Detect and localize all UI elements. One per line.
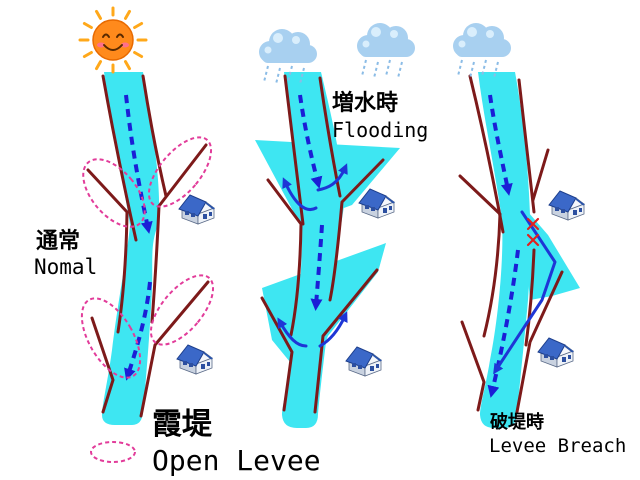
levee-line: [531, 148, 550, 202]
normal-label-ja: 通常: [36, 228, 80, 254]
breach-outflow-arrow: [493, 210, 557, 375]
backflow-arrow: [282, 177, 318, 211]
levee-line: [318, 76, 342, 198]
levee-line: [139, 280, 210, 418]
flow-arrow: [298, 94, 323, 189]
flow-arrow: [124, 94, 153, 234]
levee-line: [313, 268, 379, 414]
backflow-arrow: [277, 317, 308, 348]
levees-breach: [458, 74, 564, 414]
breach-label-en: Levee Breach: [489, 435, 626, 457]
flooding-label-ja: 増水時: [332, 90, 398, 116]
open-levee-marker: [147, 136, 213, 208]
levee-line: [458, 174, 502, 338]
rain-cloud-icon: [453, 23, 511, 78]
levee-line: [524, 248, 536, 347]
backflow-arrow: [316, 163, 348, 192]
levee-line: [101, 74, 138, 242]
legend-open-levee-marker: [90, 441, 136, 463]
river-breach: [478, 72, 531, 428]
house-icon: [346, 347, 382, 376]
flooding-label-en: Flooding: [332, 118, 428, 142]
levee-line: [515, 270, 564, 414]
flow-arrow: [310, 224, 324, 311]
levee-line: [460, 320, 486, 412]
backflow-arrow: [318, 311, 348, 348]
house-icon: [177, 345, 213, 374]
breach-label-ja: 破堤時: [490, 411, 544, 433]
flow-arrow: [124, 281, 152, 381]
levee-line: [141, 74, 168, 198]
legend-label-en: Open Levee: [152, 444, 321, 477]
flow-arrow: [488, 94, 513, 196]
normal-label-en: Nomal: [34, 255, 97, 279]
levee-line: [150, 143, 208, 324]
levee-line: [90, 316, 115, 414]
levee-line: [328, 158, 385, 302]
rain-cloud-icon: [357, 23, 415, 78]
flow-arrow: [487, 249, 520, 398]
open-levee-marker: [80, 297, 142, 379]
open-levee-marker: [82, 158, 146, 228]
house-icon: [538, 338, 574, 367]
levees-normal: [86, 74, 210, 418]
legend-label-ja: 霞堤: [152, 407, 213, 442]
house-icon: [359, 189, 395, 218]
levee-line: [86, 168, 129, 334]
sun-icon: [78, 6, 148, 74]
breach-mark-icon: [526, 217, 540, 247]
levee-line: [266, 178, 303, 337]
house-icon: [179, 195, 215, 224]
river-normal: [102, 72, 160, 425]
house-icon: [549, 191, 585, 220]
open-levee-marker: [149, 274, 215, 346]
levee-line: [260, 296, 294, 412]
river-flooding: [282, 72, 345, 428]
